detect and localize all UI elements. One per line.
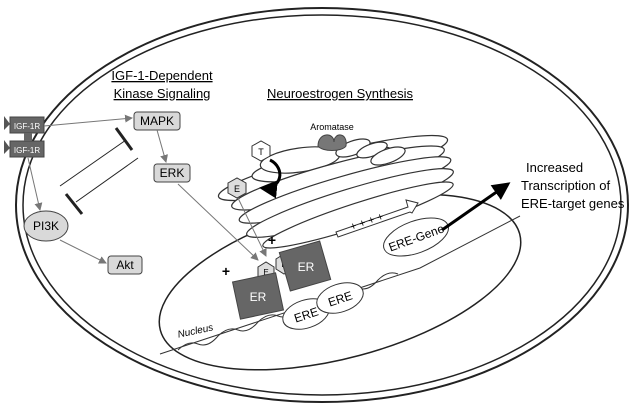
pi3k-node <box>23 210 69 242</box>
outcome-arrow <box>441 182 511 232</box>
inhibition-lines <box>59 127 139 215</box>
testosterone-hexagon <box>251 140 271 162</box>
testosterone-label: T <box>258 147 264 157</box>
estrogen-hexagon <box>227 177 247 199</box>
akt-box <box>107 255 143 275</box>
er-receptor-2 <box>278 240 332 292</box>
plus-sign-erk: + <box>222 263 230 279</box>
er-receptor-1 <box>231 272 285 320</box>
mapk-label: MAPK <box>140 114 174 128</box>
outcome-line2: Transcription of <box>521 178 610 193</box>
erk-label: ERK <box>160 166 185 180</box>
er-membranes <box>217 134 454 249</box>
aromatase-label: Aromatase <box>310 122 354 132</box>
pi3k-label: PI3K <box>33 219 59 233</box>
er-receptor-1-label: ER <box>250 290 267 304</box>
estrogen-label: E <box>234 184 240 194</box>
outcome-line1: Increased <box>526 160 583 175</box>
outcome-line3: ERE-target genes <box>521 196 625 211</box>
akt-label: Akt <box>116 258 134 272</box>
conversion-arrow <box>259 158 282 199</box>
signaling-arrows <box>27 114 259 264</box>
igf1r-label-top: IGF-1R <box>14 122 40 131</box>
estrogen-to-er-arrow <box>237 197 267 257</box>
igf-heading-line1: IGF-1-Dependent <box>111 68 213 83</box>
igf1r-receptor: IGF-1R IGF-1R <box>4 116 45 158</box>
erk-box <box>153 163 191 183</box>
igf1r-label-bottom: IGF-1R <box>14 146 40 155</box>
cell-membrane-outer <box>15 7 629 403</box>
estrogen-bound-1-label: E <box>263 268 268 277</box>
ere-bubble-2 <box>316 282 364 314</box>
cell-membrane-inner <box>22 14 622 396</box>
plus-sign-estrogen: + <box>268 232 276 248</box>
aromatase-enzyme <box>317 134 347 151</box>
er-receptor-2-label: ER <box>298 260 315 274</box>
igf-heading-line2: Kinase Signaling <box>114 86 211 101</box>
neuro-heading: Neuroestrogen Synthesis <box>267 86 413 101</box>
